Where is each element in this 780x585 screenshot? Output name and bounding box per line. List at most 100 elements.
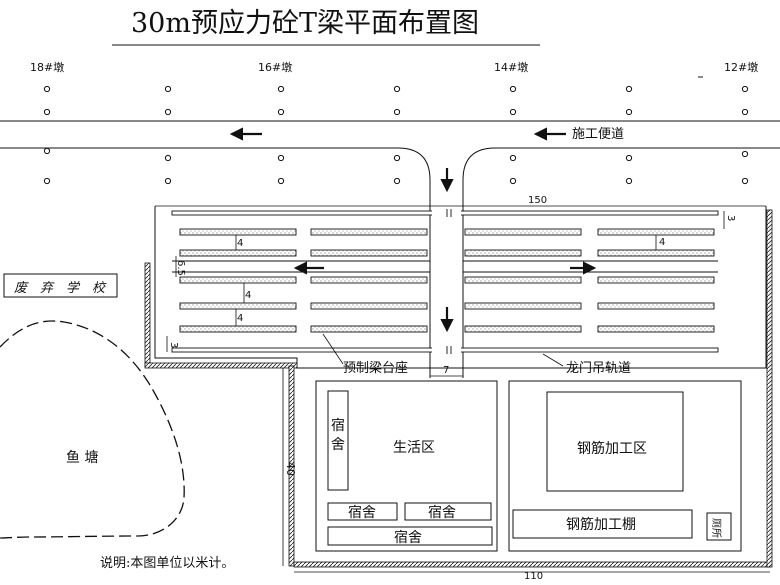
pile: [43, 177, 51, 185]
road-label: 施工便道: [572, 127, 624, 142]
yard-roads: [172, 260, 718, 273]
dim-3-bottom: 3: [168, 342, 179, 348]
leader-precast: [322, 333, 344, 365]
construction-road: [0, 120, 780, 378]
dim-110: 110: [524, 571, 543, 582]
pile: [43, 147, 51, 155]
pile: [277, 108, 285, 116]
pile: [741, 177, 749, 185]
pile: [509, 154, 517, 162]
pile: [509, 85, 517, 93]
beam-bed: [310, 249, 428, 257]
toilet-label: 厕所: [710, 518, 722, 538]
toilet: [706, 512, 732, 541]
rebar-area: [546, 391, 684, 492]
pile: [741, 85, 749, 93]
beam-bed: [464, 302, 582, 310]
pile: [393, 108, 401, 116]
pile: [509, 108, 517, 116]
note: 说明:本图单位以米计。: [100, 556, 234, 571]
beam-bed: [310, 228, 428, 236]
beam-bed: [310, 276, 428, 284]
dorm-3: [327, 526, 493, 546]
dim-7: 7: [443, 365, 449, 376]
dorm-3-label: 宿舍: [394, 529, 422, 546]
dorm-1-label: 宿舍: [348, 504, 376, 521]
beam-bed: [310, 325, 428, 333]
pile: [164, 154, 172, 162]
dim-6-5: 6.5: [175, 260, 186, 276]
school-char-1: 废: [14, 281, 29, 296]
beam-bed: [310, 302, 428, 310]
pile: [741, 150, 749, 158]
fish-pond-outline: [0, 320, 185, 539]
fish-pond-label: 鱼 塘: [66, 449, 98, 466]
pile: [277, 85, 285, 93]
school-char-2: 弃: [40, 280, 55, 296]
rebar-area-label: 钢筋加工区: [577, 440, 647, 457]
beam-bed: [464, 325, 582, 333]
pile: [509, 177, 517, 185]
abandoned-school: [3, 273, 118, 298]
dim-4-c: 4: [237, 313, 243, 324]
beam-bed: [597, 325, 715, 333]
pile: [164, 177, 172, 185]
beam-bed: [179, 276, 297, 284]
pile: [393, 85, 401, 93]
dim-3-top: 3: [725, 215, 736, 221]
label-precast-base: 预制梁台座: [343, 361, 408, 376]
road-crossing-top: [432, 209, 461, 217]
beam-bed: [179, 302, 297, 310]
pile: [43, 85, 51, 93]
pier-label-18: 18#墩: [30, 60, 64, 74]
school-char-3: 学: [66, 280, 81, 296]
beam-bed: [464, 249, 582, 257]
dim-top-width: 150: [528, 195, 547, 206]
pile: [625, 154, 633, 162]
crossing-marks: [446, 209, 452, 354]
beam-bed: [597, 302, 715, 310]
pier-piles: [43, 85, 749, 185]
beam-bed: [179, 228, 297, 236]
dim-4-d: 4: [659, 237, 665, 248]
label-gantry-track: 龙门吊轨道: [566, 361, 631, 376]
living-area-label: 生活区: [393, 440, 435, 456]
pile: [43, 108, 51, 116]
rebar-shed-label: 钢筋加工棚: [566, 516, 636, 533]
pile: [277, 177, 285, 185]
beam-bed: [597, 249, 715, 257]
dim-40: 40: [284, 462, 297, 476]
pile: [277, 154, 285, 162]
beam-bed: [464, 228, 582, 236]
beam-bed: [597, 228, 715, 236]
dorm-2-label: 宿舍: [428, 504, 456, 521]
pile: [625, 108, 633, 116]
beam-bed: [597, 276, 715, 284]
dorm-1: [327, 502, 398, 521]
dim-4-b: 4: [245, 290, 251, 301]
site-walls: [144, 209, 773, 568]
pile: [741, 108, 749, 116]
dorm-2: [404, 502, 492, 521]
pile: [393, 154, 401, 162]
beam-bed: [464, 276, 582, 284]
school-char-4: 校: [92, 281, 107, 296]
beam-bed: [179, 249, 297, 257]
precast-beds: [179, 228, 715, 333]
pier-label-16: 16#墩: [258, 60, 292, 74]
pile: [625, 177, 633, 185]
pile: [164, 108, 172, 116]
beam-bed: [179, 325, 297, 333]
pile: [164, 85, 172, 93]
pier-label-14: 14#墩: [494, 60, 528, 74]
page-title: 30m预应力砼T梁平面布置图: [131, 8, 479, 39]
leader-track: [542, 353, 564, 367]
small-dims: [166, 211, 725, 352]
dorm-vertical-char-1: 宿: [331, 417, 345, 434]
pile: [625, 85, 633, 93]
pile: [393, 177, 401, 185]
dim-4-a: 4: [237, 238, 243, 249]
rebar-shed: [512, 509, 693, 539]
pier-labels: 18#墩 16#墩 14#墩 12#墩: [30, 60, 758, 78]
dorm-vertical: [327, 390, 349, 491]
